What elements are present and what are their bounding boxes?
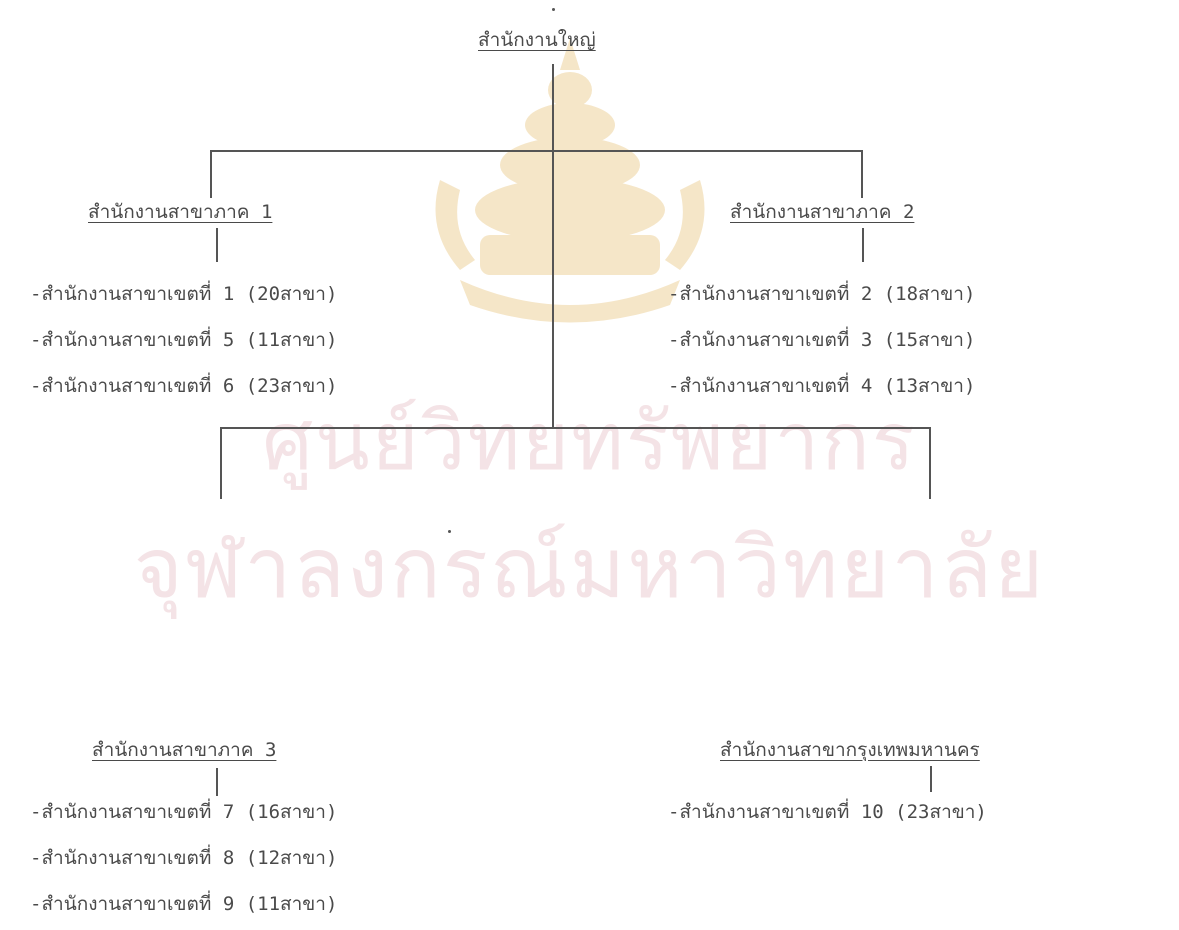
- region-1-title: สำนักงานสาขาภาค 1: [88, 201, 273, 223]
- region-1-branch: -สำนักงานสาขาเขตที่ 5 (11สาขา): [30, 329, 338, 351]
- region-3-node: สำนักงานสาขาภาค 3: [92, 738, 276, 762]
- head-office-title: สำนักงานใหญ่: [478, 29, 596, 51]
- region-1-node: สำนักงานสาขาภาค 1: [88, 200, 272, 224]
- region-1-branch: -สำนักงานสาขาเขตที่ 1 (20สาขา): [30, 283, 338, 305]
- region-3-branch: -สำนักงานสาขาเขตที่ 9 (11สาขา): [30, 893, 338, 915]
- region-2-title: สำนักงานสาขาภาค 2: [730, 201, 915, 223]
- scan-speck: [448, 530, 451, 533]
- connector-region2-stub: [862, 228, 864, 262]
- watermark-line-2: จุฬาลงกรณ์มหาวิทยาลัย: [133, 519, 1046, 617]
- bangkok-region-title: สำนักงานสาขากรุงเทพมหานคร: [720, 739, 980, 761]
- connector-bottom-bar: [220, 427, 931, 429]
- connector-region3-drop: [220, 427, 222, 499]
- region-2-branch: -สำนักงานสาขาเขตที่ 4 (13สาขา): [668, 375, 976, 397]
- region-3-branch: -สำนักงานสาขาเขตที่ 8 (12สาขา): [30, 847, 338, 869]
- connector-top-bar: [210, 150, 863, 152]
- bangkok-branch: -สำนักงานสาขาเขตที่ 10 (23สาขา): [668, 801, 987, 823]
- connector-trunk: [552, 64, 554, 429]
- region-3-title: สำนักงานสาขาภาค 3: [92, 739, 277, 761]
- region-3-branch: -สำนักงานสาขาเขตที่ 7 (16สาขา): [30, 801, 338, 823]
- head-office-node: สำนักงานใหญ่: [478, 28, 596, 52]
- bangkok-region-node: สำนักงานสาขากรุงเทพมหานคร: [720, 738, 980, 762]
- watermark-line-1: ศูนย์วิทยทรัพยากร: [262, 395, 917, 488]
- connector-region3-stub: [216, 768, 218, 796]
- region-2-node: สำนักงานสาขาภาค 2: [730, 200, 914, 224]
- region-1-branch: -สำนักงานสาขาเขตที่ 6 (23สาขา): [30, 375, 338, 397]
- connector-region1-stub: [216, 228, 218, 262]
- connector-bkk-drop: [929, 427, 931, 499]
- connector-region1-drop: [210, 150, 212, 198]
- scan-speck: [552, 8, 555, 11]
- connector-bkk-stub: [930, 766, 932, 792]
- region-2-branch: -สำนักงานสาขาเขตที่ 3 (15สาขา): [668, 329, 976, 351]
- connector-region2-drop: [861, 150, 863, 198]
- region-2-branch: -สำนักงานสาขาเขตที่ 2 (18สาขา): [668, 283, 976, 305]
